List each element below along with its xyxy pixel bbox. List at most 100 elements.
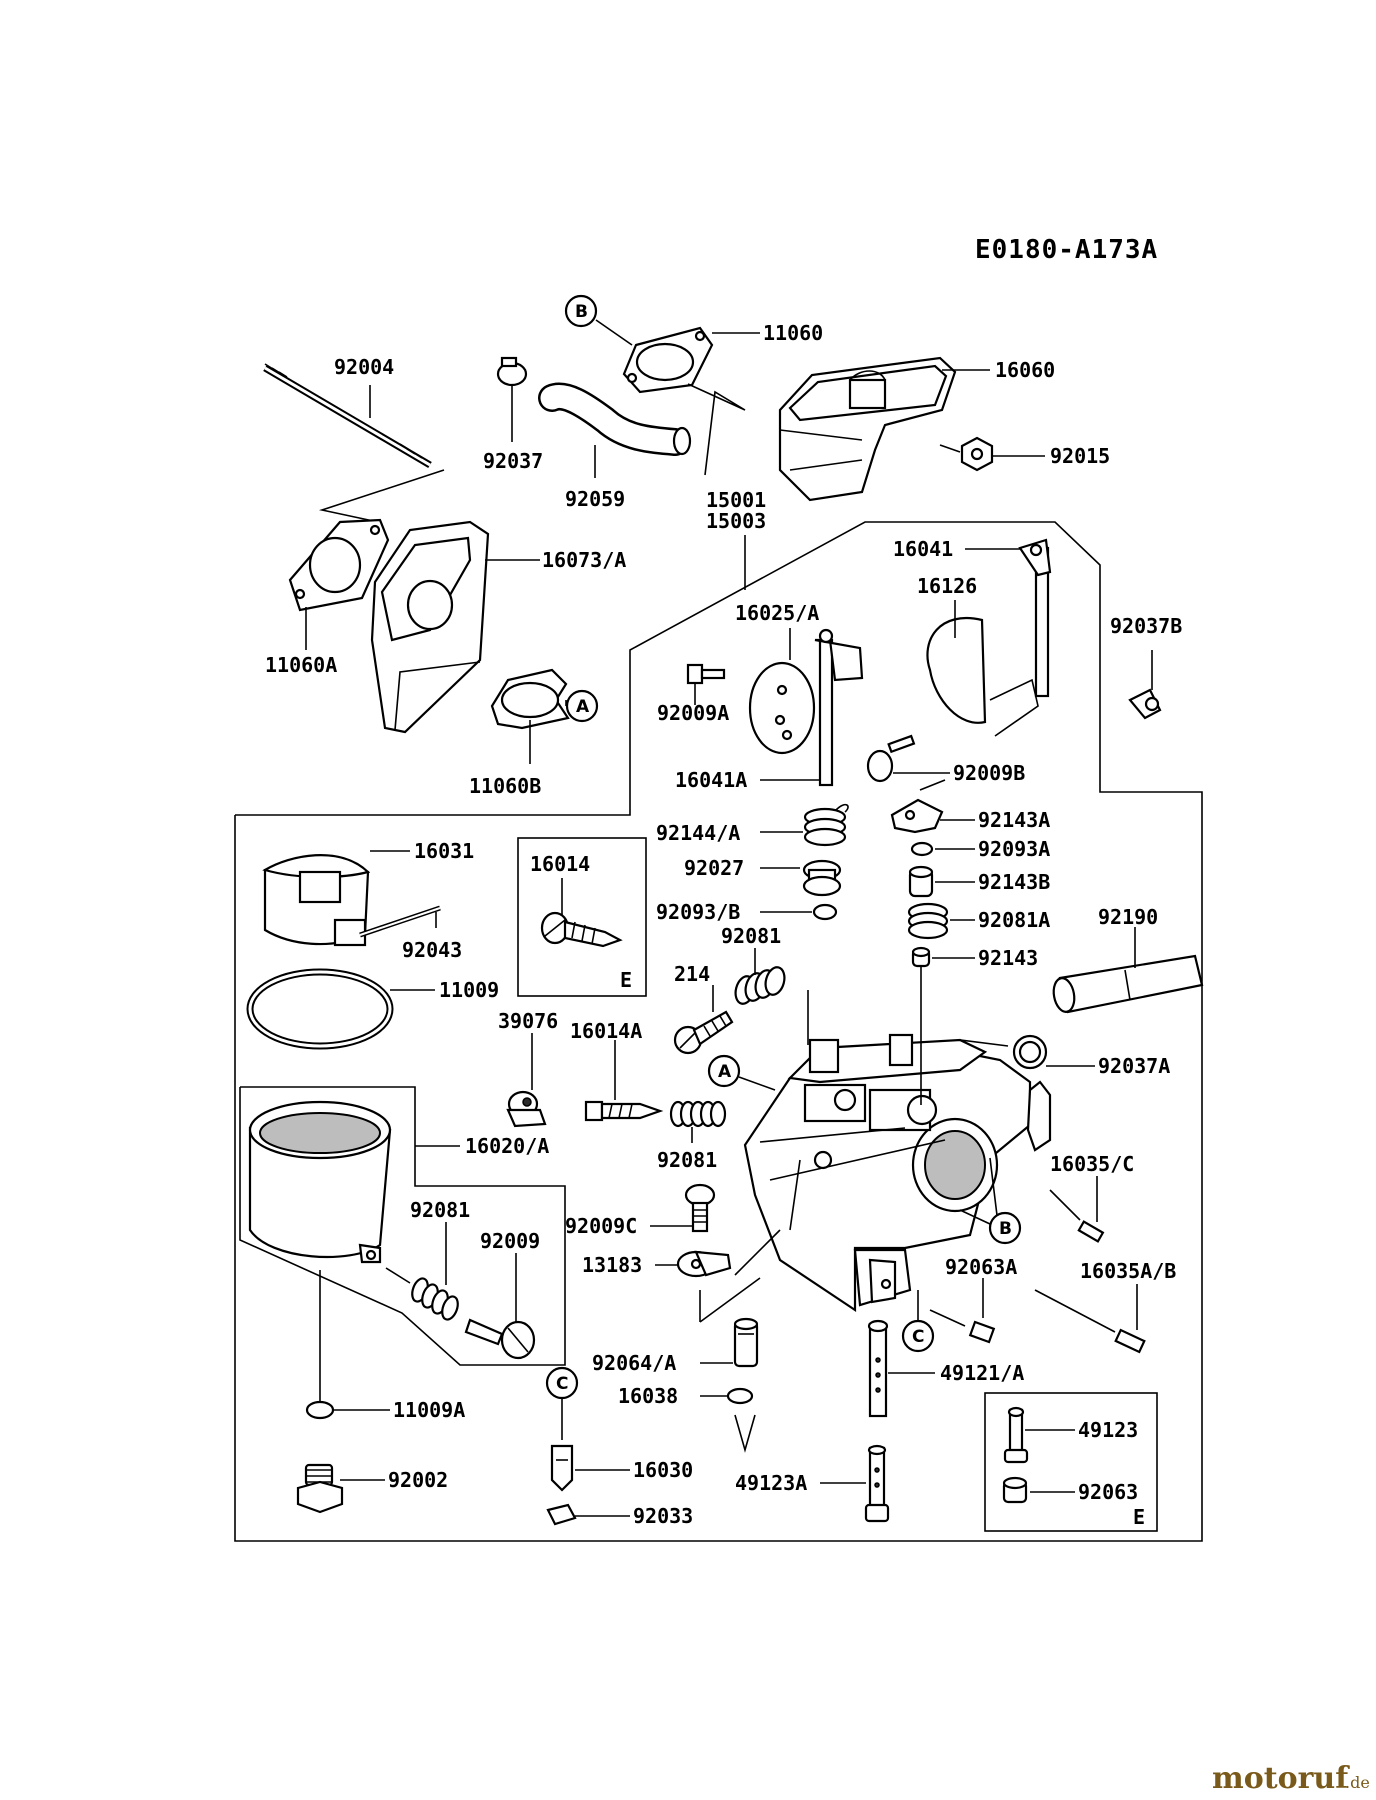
- label-92009b: 92009B: [953, 761, 1025, 785]
- jet-92063: [1002, 1476, 1028, 1504]
- label-11060: 11060: [763, 321, 823, 345]
- spring-92081a: [907, 902, 949, 940]
- label-16035ab: 16035A/B: [1080, 1259, 1176, 1283]
- air-duct-16060: [778, 356, 957, 502]
- label-16014: 16014: [530, 852, 590, 876]
- callout-a-upper-label: A: [576, 697, 590, 717]
- label-16041: 16041: [893, 537, 953, 561]
- clip-92033: [546, 1503, 577, 1526]
- label-13183: 13183: [582, 1253, 642, 1277]
- label-49123a: 49123A: [735, 1471, 807, 1495]
- screw-16035c: [1077, 1220, 1105, 1243]
- shaft-16041: [1018, 538, 1052, 698]
- washer-11009a: [305, 1400, 335, 1420]
- callout-b-middle-label: B: [999, 1219, 1012, 1239]
- label-92081-bowl: 92081: [410, 1198, 470, 1222]
- label-16031: 16031: [414, 839, 474, 863]
- watermark-name: motoruf: [1212, 1761, 1350, 1796]
- label-16041a: 16041A: [675, 768, 747, 792]
- label-92009c: 92009C: [565, 1214, 637, 1238]
- clip-13183: [676, 1250, 732, 1278]
- label-11060a: 11060A: [265, 653, 337, 677]
- insulator-16073a: [370, 520, 490, 734]
- label-92143a: 92143A: [978, 808, 1050, 832]
- jet-49123: [1003, 1406, 1029, 1464]
- collar-92143b: [908, 865, 934, 898]
- label-49123: 49123: [1078, 1418, 1138, 1442]
- collar-92027: [802, 859, 842, 897]
- label-92144a: 92144/A: [656, 821, 740, 845]
- screw-16035ab: [1114, 1328, 1146, 1354]
- emulsion-tube-49121a: [867, 1319, 889, 1418]
- screw-16014a: [584, 1100, 664, 1122]
- label-92093a: 92093A: [978, 837, 1050, 861]
- callout-c-right-label: C: [912, 1327, 924, 1347]
- screw-16014: [540, 911, 623, 948]
- box-e-left-label: E: [620, 968, 632, 992]
- o-ring-16038: [726, 1387, 754, 1405]
- screw-214: [673, 1010, 734, 1055]
- hose-92059: [538, 382, 692, 456]
- label-92037a: 92037A: [1098, 1054, 1170, 1078]
- plate-16126: [926, 617, 987, 724]
- watermark-logo: motoruf .de: [1212, 1761, 1370, 1796]
- label-92004: 92004: [334, 355, 394, 379]
- diagram-code: E0180-A173A: [975, 235, 1158, 265]
- callout-a-middle-label: A: [718, 1062, 732, 1082]
- label-16035c: 16035/C: [1050, 1152, 1134, 1176]
- label-16025a: 16025/A: [735, 601, 819, 625]
- part-39076: [506, 1090, 547, 1128]
- label-49121a: 49121/A: [940, 1361, 1024, 1385]
- label-16060: 16060: [995, 358, 1055, 382]
- callout-a-middle: [707, 1054, 741, 1088]
- label-92033: 92033: [633, 1504, 693, 1528]
- nut-92015: [960, 436, 994, 472]
- label-92037b: 92037B: [1110, 614, 1182, 638]
- shaft-16041a: [814, 628, 864, 787]
- carburetor-assembly-frame: [234, 521, 1203, 1542]
- label-92081a: 92081A: [978, 908, 1050, 932]
- label-92093b: 92093/B: [656, 900, 740, 924]
- screw-92009a: [686, 663, 726, 685]
- lever-92143a: [890, 798, 944, 834]
- clamp-92037: [496, 356, 528, 387]
- washer-92093a: [910, 841, 934, 857]
- label-92015: 92015: [1050, 444, 1110, 468]
- jet-92063a: [968, 1320, 996, 1344]
- jet-49123a: [864, 1444, 890, 1523]
- box-e-right: [984, 1392, 1158, 1532]
- float-bowl-16020a: [248, 1100, 392, 1264]
- label-92081-middle: 92081: [657, 1148, 717, 1172]
- label-16038: 16038: [618, 1384, 678, 1408]
- box-e-left: [517, 837, 647, 997]
- clip-92037b: [1128, 688, 1162, 720]
- callout-c-right: [901, 1319, 935, 1353]
- label-15001: 15001: [706, 488, 766, 512]
- screw-92009c: [684, 1183, 716, 1233]
- gasket-11060b: [490, 668, 570, 730]
- label-92190: 92190: [1098, 905, 1158, 929]
- label-92063a: 92063A: [945, 1255, 1017, 1279]
- label-92043: 92043: [402, 938, 462, 962]
- label-92059: 92059: [565, 487, 625, 511]
- washer-92093b: [812, 903, 838, 921]
- spring-92081-bowl: [411, 1277, 459, 1321]
- needle-16030: [550, 1444, 574, 1492]
- label-39076: 39076: [498, 1009, 558, 1033]
- label-15003: 15003: [706, 509, 766, 533]
- valve-16025a: [748, 661, 816, 755]
- bolt-92002: [296, 1463, 344, 1514]
- label-11009a: 11009A: [393, 1398, 465, 1422]
- collar-92143: [911, 946, 931, 968]
- label-92064a: 92064/A: [592, 1351, 676, 1375]
- gasket-11060a: [288, 518, 390, 612]
- label-92009a: 92009A: [657, 701, 729, 725]
- float-16031: [262, 854, 371, 947]
- watermark-suffix: .de: [1345, 1773, 1370, 1792]
- callout-b-upper: [564, 294, 598, 328]
- label-92027: 92027: [684, 856, 744, 880]
- label-16030: 16030: [633, 1458, 693, 1482]
- spring-92081-upper: [734, 966, 786, 1005]
- spring-92144a: [803, 803, 849, 847]
